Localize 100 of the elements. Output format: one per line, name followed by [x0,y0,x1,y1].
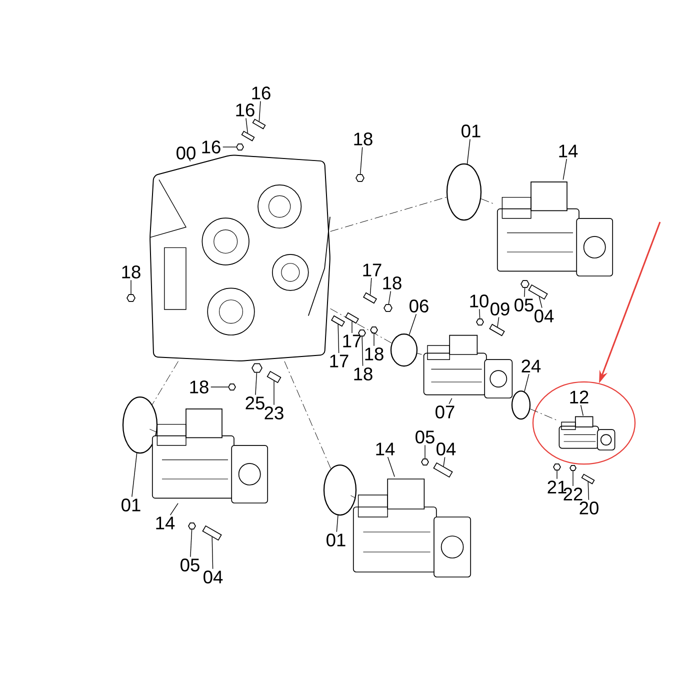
callout-number: 24 [522,360,541,372]
callout-number: 01 [326,534,346,546]
leader-line [246,118,248,134]
bolt [433,462,453,478]
callout-number: 01 [122,498,140,512]
leader-line [258,100,261,122]
callout-number: 05 [180,558,200,572]
callout-number: 23 [264,406,284,420]
o-ring [390,333,418,367]
leader-line [362,336,364,366]
center-line [330,308,392,344]
leader-line [572,470,574,486]
center-line [149,428,158,433]
leader-line [538,296,542,308]
callout-number: 04 [204,570,223,584]
leader-line [388,290,392,304]
leader-line [190,529,192,558]
leader-line [130,280,132,294]
leader-line [448,398,452,404]
callout-number: 18 [383,276,402,290]
callout-number: 25 [246,396,264,410]
nut [228,384,236,390]
callout-number: 18 [354,132,372,146]
callout-number: 18 [354,368,372,380]
bolt [489,324,505,336]
nut [358,330,366,336]
callout-number: 06 [410,300,428,312]
bolt [528,284,548,300]
nut [421,458,429,466]
leader-line [212,536,214,570]
nut [236,144,244,150]
callout-number: 17 [343,334,362,348]
leader-line [222,146,236,148]
leader-line [424,444,426,459]
callout-number: 16 [202,140,220,154]
callout-number: 14 [156,516,175,530]
leader-line [466,138,470,164]
bolt [241,130,255,142]
o-ring [323,464,357,516]
o-ring [122,396,158,454]
nut [384,304,392,312]
nut [370,326,378,334]
nut [476,318,484,326]
leader-line [497,316,500,328]
o-ring [511,390,531,420]
callout-number: 16 [236,104,254,116]
bolt [581,474,595,484]
nut [553,464,561,470]
callout-number: 05 [514,298,534,312]
nut [188,522,196,530]
leader-line [336,515,338,532]
center-line [330,196,447,232]
pump-drawing [496,181,614,276]
leader-line [370,278,372,296]
leader-line [443,456,446,467]
callout-number: 14 [376,442,395,456]
bolt [202,525,222,541]
callout-number: 09 [490,302,510,316]
bolt [266,370,282,384]
callout-number: 16 [252,86,270,100]
leader-line [524,374,530,392]
nut [126,294,136,302]
callout-number: 10 [470,294,488,308]
leader-line [479,308,480,319]
callout-number: 20 [580,502,598,514]
leader-line [408,314,417,336]
callout-number: 17 [330,354,348,368]
center-line [480,198,495,204]
pump-drawing [558,416,616,450]
nut [356,174,364,182]
leader-line [524,288,526,298]
center-line [284,361,332,469]
leader-line [556,470,558,480]
callout-number: 04 [436,442,456,456]
leader-line [186,154,191,162]
callout-number: 07 [436,406,454,418]
leader-line [360,146,363,174]
callout-number: 00 [176,146,196,160]
center-line [530,408,558,421]
leader-line [562,158,567,180]
callout-number: 17 [363,264,382,276]
center-line [152,361,178,405]
callout-number: 01 [462,124,480,138]
callout-number: 05 [416,430,434,444]
callout-number: 12 [570,390,588,404]
callout-number: 04 [534,310,554,322]
nut [520,280,530,288]
center-line [350,495,356,498]
leader-line [338,324,340,354]
nut [252,363,262,373]
callout-number: 18 [122,266,140,278]
leader-line [580,404,584,416]
leader-line [132,452,138,498]
leader-line [255,372,258,396]
nut [570,465,576,472]
leader-line [387,456,395,478]
callout-number: 18 [365,348,384,360]
pump-drawing [423,334,513,398]
leader-line [210,386,228,388]
leader-line [588,482,590,500]
